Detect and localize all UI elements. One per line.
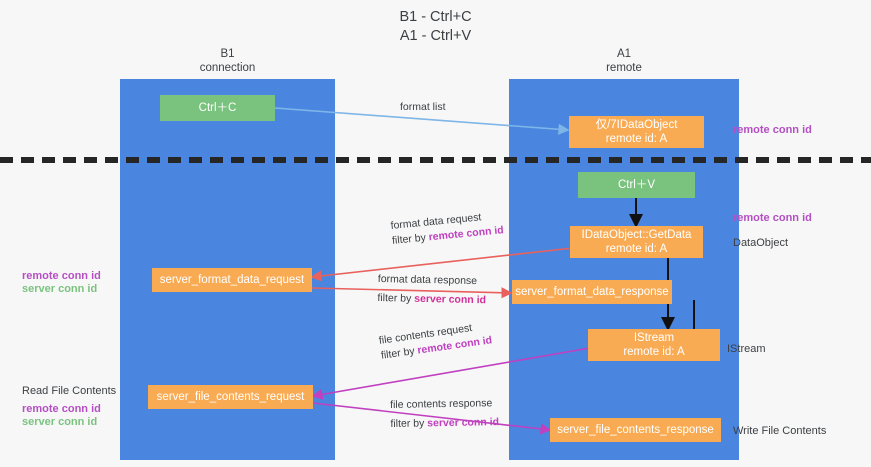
side-label-istream: IStream (727, 343, 766, 355)
box-server-file-contents-response[interactable]: server_file_contents_response (550, 418, 721, 442)
lane-header-a1: A1 remote (606, 48, 642, 74)
side-label-data-object: DataObject (733, 237, 789, 249)
edge-label-file-contents-response-line1: file contents response (390, 397, 493, 411)
filter-value-server-conn-id: server conn id (414, 292, 487, 307)
side-label-remote-conn-id-mid: remote conn id (733, 212, 812, 224)
side-label-left-remote-conn-id-mid: remote conn id (22, 270, 101, 282)
lane-header-b1: B1 connection (199, 48, 256, 74)
phase-divider (0, 157, 871, 163)
side-label-left-server-conn-id-mid: server conn id (22, 283, 98, 295)
edge-label-format-data-response-line1: format data response (377, 272, 478, 288)
box-istream[interactable]: IStream remote id: A (588, 329, 720, 361)
side-label-read-file-contents: Read File Contents (22, 385, 117, 397)
box-ctrl-v[interactable]: Ctrl＋V (578, 172, 695, 198)
box-ctrl-c[interactable]: Ctrl＋C (160, 95, 275, 121)
filter-prefix: filter by (380, 344, 419, 362)
filter-value-server-conn-id: server conn id (427, 416, 500, 430)
box-server-file-contents-request[interactable]: server_file_contents_request (148, 385, 313, 409)
box-idataobject-getdata[interactable]: IDataObject::GetData remote id: A (570, 226, 703, 258)
edge-label-format-data-response: format data response filter by server co… (377, 272, 486, 308)
page-title: B1 - Ctrl+C A1 - Ctrl+V (399, 9, 472, 44)
filter-prefix: filter by (390, 417, 428, 430)
side-label-left-server-conn-id-bottom: server conn id (22, 416, 98, 428)
box-server-format-data-response[interactable]: server_format_data_response (512, 280, 672, 304)
side-label-left-remote-conn-id-bottom: remote conn id (22, 403, 101, 415)
edge-label-file-contents-response-line2: filter by server conn id (390, 415, 499, 432)
side-label-remote-conn-id-top: remote conn id (733, 124, 812, 136)
filter-prefix: filter by (377, 291, 415, 305)
side-label-write-file-contents: Write File Contents (733, 425, 827, 437)
box-server-format-data-request[interactable]: server_format_data_request (152, 268, 312, 292)
filter-prefix: filter by (391, 231, 430, 247)
edge-label-format-list: format list (400, 101, 446, 113)
edge-label-format-data-response-line2: filter by server conn id (377, 291, 486, 308)
edge-label-file-contents-response: file contents response filter by server … (390, 396, 499, 432)
box-idataobject[interactable]: 仅/7IDataObject remote id: A (569, 116, 704, 148)
